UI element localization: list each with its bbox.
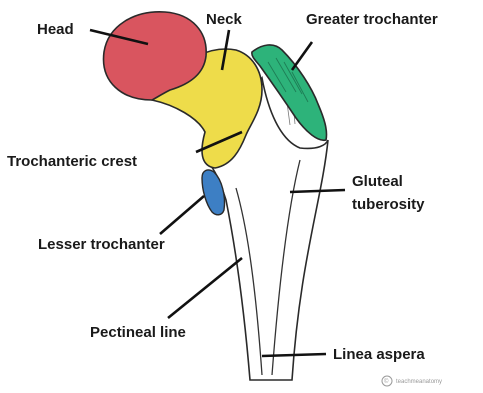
label-trochanteric-crest: Trochanteric crest <box>7 153 137 170</box>
leader-pectineal-line <box>168 258 242 318</box>
watermark: © teachmeanatomy <box>382 376 442 386</box>
label-head: Head <box>37 21 74 38</box>
watermark-symbol: © <box>384 378 389 385</box>
label-greater-trochanter: Greater trochanter <box>306 11 438 28</box>
label-lesser-trochanter: Lesser trochanter <box>38 236 165 253</box>
label-pectineal-line: Pectineal line <box>90 324 186 341</box>
watermark-text: teachmeanatomy <box>396 379 442 385</box>
leader-lesser-trochanter <box>160 196 204 234</box>
label-gluteal: Gluteal <box>352 173 403 190</box>
label-tuberosity: tuberosity <box>352 196 425 213</box>
label-neck: Neck <box>206 11 243 28</box>
label-linea-aspera: Linea aspera <box>333 346 425 363</box>
leader-greater-trochanter <box>292 42 312 70</box>
